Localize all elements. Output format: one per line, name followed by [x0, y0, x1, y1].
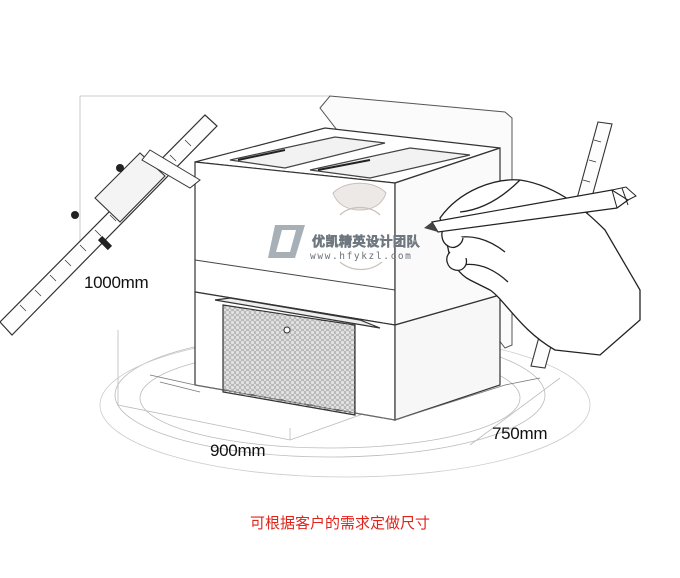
width-dimension-label: 900mm: [210, 441, 266, 460]
pencil-icon: [424, 186, 637, 233]
custom-size-caption: 可根据客户的需求定做尺寸: [249, 514, 430, 532]
depth-dimension-label: 750mm: [492, 424, 548, 443]
vent-grill: [222, 304, 356, 416]
height-dimension-label: 1000mm: [84, 273, 149, 292]
watermark-name: 优凯精英设计团队: [312, 235, 421, 251]
watermark-url: www.hfykzl.com: [310, 251, 413, 262]
caliper-ruler: [0, 114, 218, 336]
watermark-emblem: [268, 182, 387, 271]
base-shadow: [149, 374, 541, 421]
